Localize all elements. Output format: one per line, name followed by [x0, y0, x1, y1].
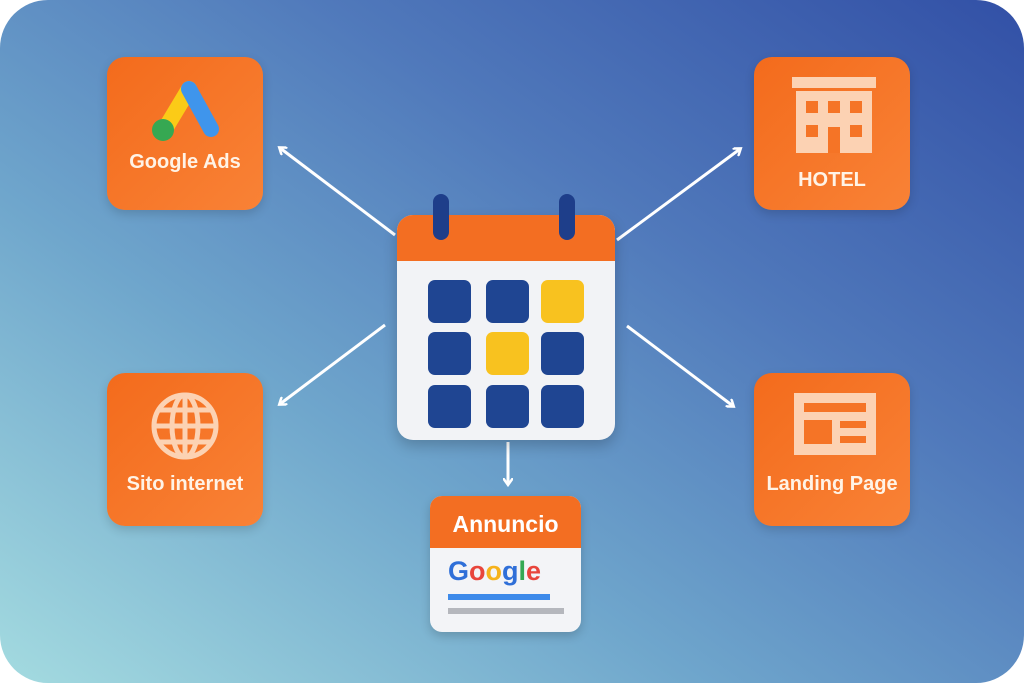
google-ads-label: Google Ads [129, 151, 241, 173]
wordmark-letter: e [526, 556, 542, 586]
google-wordmark-text: Google [448, 556, 541, 586]
arrow-to-hotel [616, 149, 740, 242]
arrow-to-landing [626, 324, 733, 406]
wordmark-letter: l [518, 556, 527, 586]
ad-text-line [448, 608, 564, 614]
calendar-day [486, 385, 529, 428]
calendar-day [428, 280, 471, 323]
calendar-day [428, 332, 471, 375]
google-ads-node: Google Ads [107, 57, 263, 210]
arrow-to-google-ads [280, 148, 396, 237]
hotel-node: HOTEL [754, 57, 910, 210]
landing-page-node: Landing Page [754, 373, 910, 526]
calendar-day [428, 385, 471, 428]
calendar-day-highlighted [541, 280, 584, 323]
website-label: Sito internet [126, 473, 244, 495]
calendar-ring [433, 194, 449, 240]
wordmark-letter: g [502, 556, 519, 586]
calendar-day [541, 385, 584, 428]
calendar-day [486, 280, 529, 323]
arrow-to-website [280, 323, 386, 404]
ad-title-line [448, 594, 550, 600]
wordmark-letter: o [485, 556, 503, 586]
wordmark-letter: G [448, 556, 470, 586]
hotel-label: HOTEL [798, 169, 866, 191]
calendar-day [541, 332, 584, 375]
website-node: Sito internet [107, 373, 263, 526]
google-wordmark: Google [448, 556, 541, 587]
calendar-ring [559, 194, 575, 240]
landing-page-layout-icon [794, 393, 876, 455]
google-ads-logo-icon [152, 81, 219, 141]
landing-page-label: Landing Page [766, 473, 898, 495]
ad-label: Annuncio [430, 496, 581, 548]
globe-icon [151, 392, 219, 460]
hotel-building-icon [792, 77, 876, 153]
wordmark-letter: o [469, 556, 486, 586]
ad-node: Annuncio Google [430, 496, 581, 632]
calendar-day-highlighted [486, 332, 529, 375]
